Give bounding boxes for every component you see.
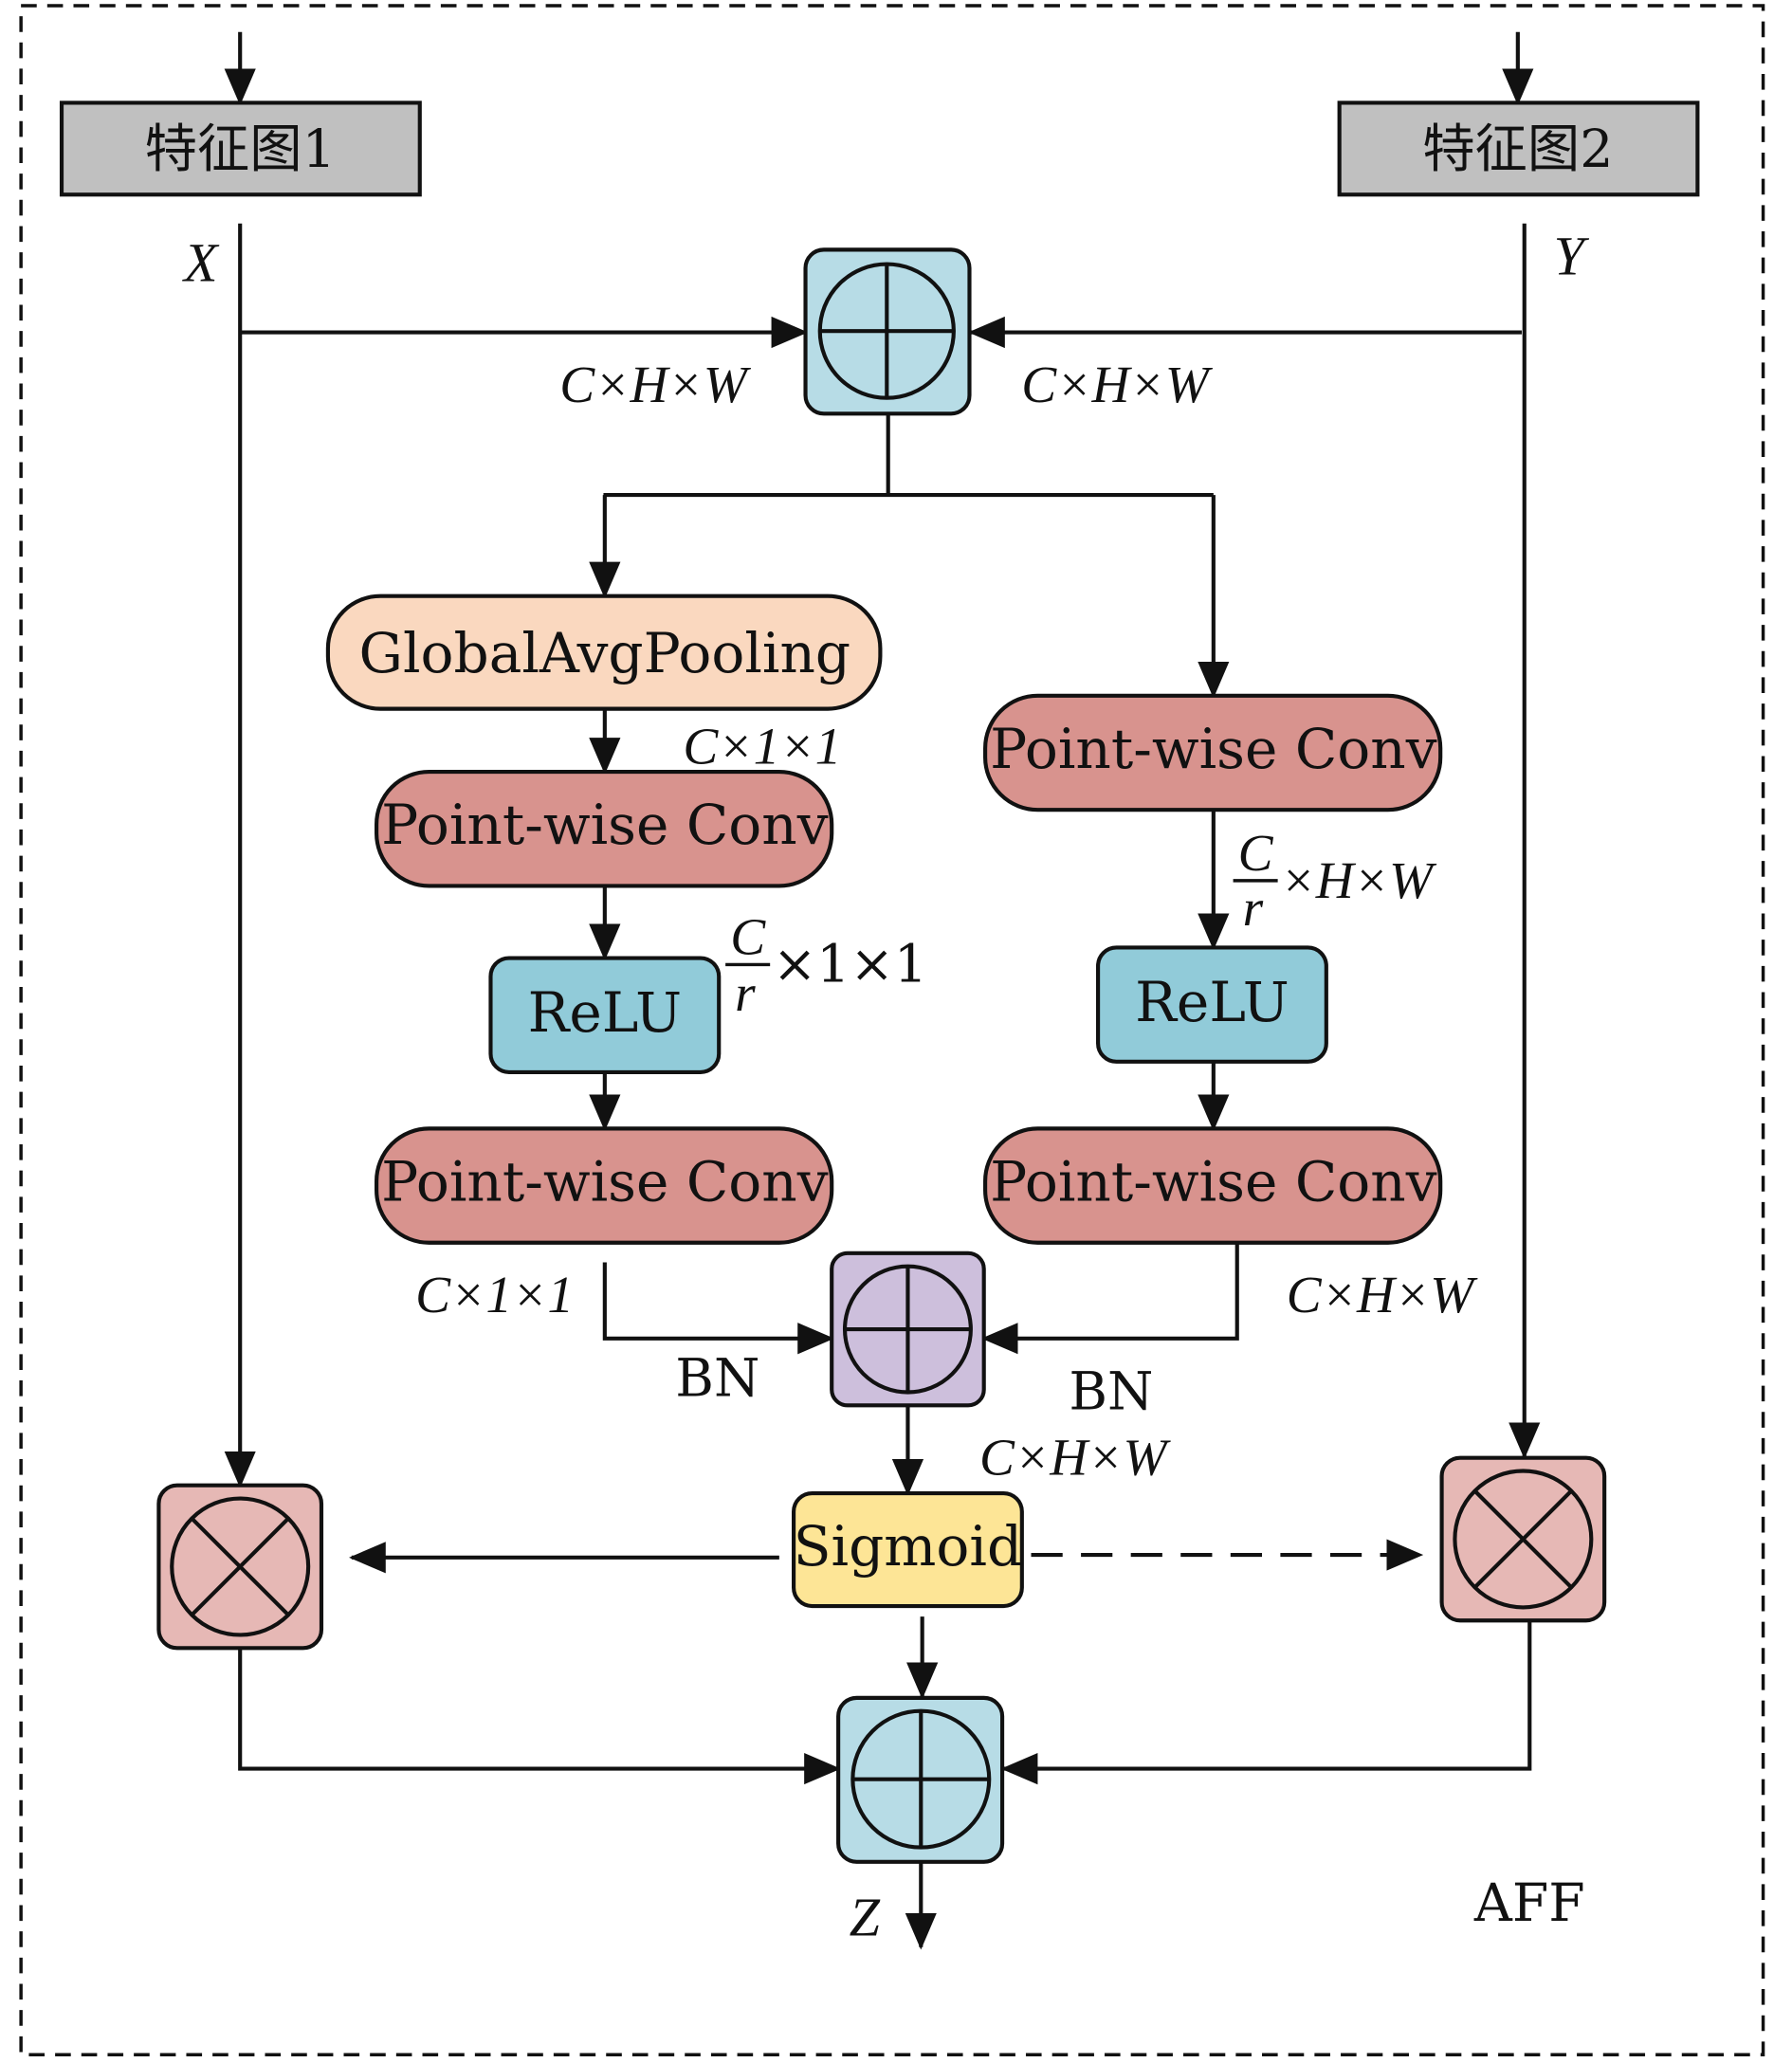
local-conv-2-label: Point-wise Conv — [990, 1149, 1437, 1214]
add-node-3 — [836, 1695, 1005, 1864]
multiply-node-y — [1439, 1455, 1607, 1623]
y-label: Y — [1554, 226, 1590, 287]
add-node-2 — [830, 1251, 986, 1408]
add-node-1 — [803, 247, 972, 416]
svg-text:r: r — [1243, 879, 1264, 937]
aff-frame — [19, 4, 1765, 2056]
dim-sum-chw: C×H×W — [979, 1429, 1172, 1487]
svg-text:r: r — [735, 964, 756, 1022]
dim-x-chw: C×H×W — [559, 356, 752, 413]
x-label: X — [182, 232, 220, 294]
sigmoid-block — [792, 1490, 1024, 1609]
dim-c11-a: C×1×1 — [683, 718, 841, 776]
dim-cr11: C r ×1×1 — [725, 907, 927, 1022]
feature-map-2-label: 特征图2 — [1422, 119, 1613, 180]
svg-text:C: C — [730, 907, 766, 965]
bn-label-right: BN — [1069, 1361, 1153, 1422]
global-conv-2 — [375, 1126, 834, 1245]
svg-text:C: C — [1238, 824, 1274, 882]
local-relu-label: ReLU — [1135, 970, 1289, 1034]
z-label: Z — [850, 1886, 881, 1947]
global-conv-2-label: Point-wise Conv — [381, 1149, 829, 1214]
feature-map-1-box — [59, 100, 422, 197]
global-relu-label: ReLU — [528, 980, 683, 1045]
local-conv-2 — [983, 1126, 1443, 1245]
svg-text:×H×W: ×H×W — [1280, 851, 1437, 909]
sigmoid-label: Sigmoid — [794, 1514, 1022, 1579]
feature-map-1-label: 特征图1 — [145, 119, 336, 180]
local-conv-1-label: Point-wise Conv — [990, 717, 1437, 781]
aff-title: AFF — [1473, 1873, 1585, 1934]
gap-label: GlobalAvgPooling — [359, 621, 851, 685]
dim-local-chw: C×H×W — [1287, 1266, 1479, 1324]
svg-text:×1×1: ×1×1 — [773, 934, 927, 995]
global-conv-1-label: Point-wise Conv — [381, 793, 829, 857]
multiply-node-x — [156, 1483, 324, 1651]
global-relu — [488, 956, 722, 1074]
dim-c11-b: C×1×1 — [415, 1266, 574, 1324]
mult-x-to-add3 — [238, 1648, 841, 1785]
bn-label-left: BN — [675, 1349, 759, 1410]
local-to-add2 — [980, 1242, 1239, 1355]
dim-y-chw: C×H×W — [1021, 356, 1214, 413]
dim-crhw: C r ×H×W — [1233, 824, 1437, 937]
global-to-add2 — [602, 1262, 834, 1355]
mult-y-to-add3 — [1000, 1620, 1532, 1785]
feature-map-2-box — [1337, 100, 1700, 197]
